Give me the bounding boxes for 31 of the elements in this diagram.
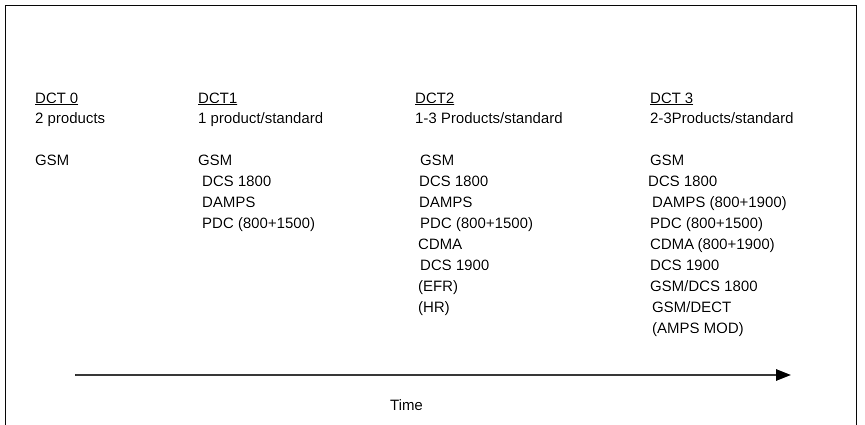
column-heading: DCT 3 — [650, 90, 694, 108]
standard-name: DCS 1900 — [650, 257, 720, 275]
column-subtitle: 2 products — [35, 110, 106, 128]
standard-name: (HR) — [418, 299, 450, 317]
standard-name: PDC (800+1500) — [420, 215, 533, 233]
column-subtitle: 1 product/standard — [198, 110, 324, 128]
standard-name: DCS 1800 — [202, 173, 272, 191]
standard-name: (AMPS MOD) — [652, 320, 744, 338]
standard-name: DCS 1900 — [420, 257, 490, 275]
standard-name: DCS 1800 — [419, 173, 488, 191]
standard-name: DAMPS (800+1900) — [652, 194, 787, 212]
column-subtitle: 1-3 Products/standard — [415, 110, 563, 128]
standard-name: CDMA (800+1900) — [650, 236, 775, 254]
standard-name: DCS 1800 — [648, 173, 718, 191]
standard-name: GSM/DECT — [652, 299, 732, 317]
column-heading: DCT 0 — [35, 90, 78, 108]
standard-name: DAMPS — [419, 194, 472, 212]
standard-name: (EFR) — [418, 278, 458, 296]
standard-name: PDC (800+1500) — [202, 215, 315, 233]
standard-name: GSM — [35, 152, 70, 170]
column-heading: DCT2 — [415, 90, 454, 108]
standard-name: GSM — [650, 152, 684, 170]
standard-name: PDC (800+1500) — [650, 215, 763, 233]
standard-name: DAMPS — [202, 194, 256, 212]
column-heading: DCT1 — [198, 90, 238, 108]
standard-name: GSM — [420, 152, 454, 170]
standard-name: GSM/DCS 1800 — [650, 278, 758, 296]
column-subtitle: 2-3Products/standard — [650, 110, 794, 128]
axis-label: Time — [390, 397, 423, 415]
standard-name: CDMA — [418, 236, 462, 254]
standard-name: GSM — [198, 152, 232, 170]
